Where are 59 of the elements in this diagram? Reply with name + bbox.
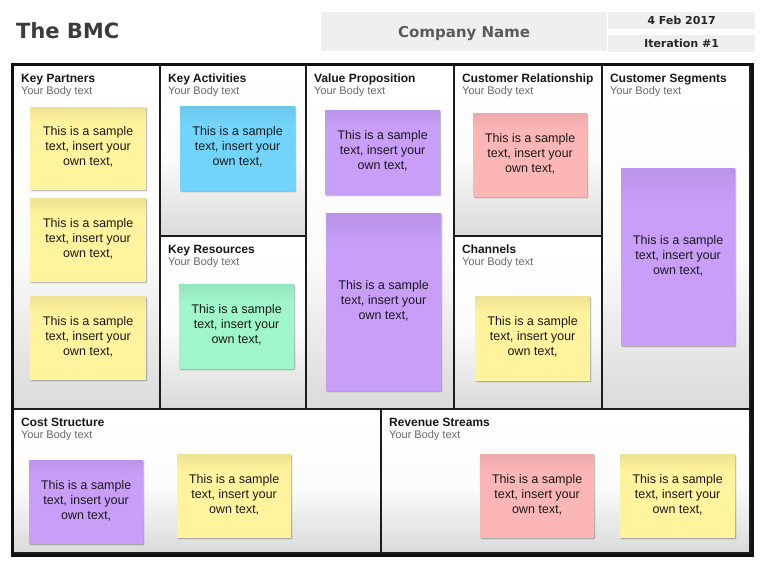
- section-body-text: Your Body text: [610, 85, 682, 98]
- canvas-section: [603, 66, 751, 410]
- sticky-note: [179, 284, 294, 369]
- section-heading: Channels: [462, 242, 516, 256]
- canvas-section: [14, 410, 382, 554]
- sticky-note: [620, 454, 735, 538]
- sticky-note: [326, 213, 441, 391]
- note-text: This is a sample text, insert your own text,: [484, 130, 576, 176]
- section-body-text: Your Body text: [314, 85, 386, 98]
- sticky-note: [325, 110, 440, 195]
- note-text: This is a sample text, insert your own text,: [42, 216, 134, 260]
- section-body-text: Your Body text: [21, 429, 92, 442]
- section-body-text: Your Body text: [168, 256, 240, 269]
- sticky-note: [473, 113, 587, 197]
- note-text: This is a sample text, insert your own text,: [42, 314, 134, 358]
- header-text: Company Name: [398, 22, 530, 40]
- canvas-section: [307, 66, 455, 410]
- sticky-note: [29, 460, 143, 544]
- section-body-text: Your Body text: [21, 85, 92, 98]
- note-text: This is a sample text, insert your own text,: [337, 278, 430, 322]
- note-text: This is a sample text, insert your own text,: [191, 124, 284, 169]
- note-text: This is a sample text, insert your own text,: [632, 232, 724, 278]
- sticky-note: [30, 198, 146, 282]
- note-text: This is a sample text, insert your own text,: [188, 472, 280, 516]
- canvas-section: [455, 66, 603, 237]
- section-body-text: Your Body text: [168, 85, 240, 98]
- sticky-note: [180, 106, 295, 191]
- header-text: 4 Feb 2017: [647, 14, 716, 27]
- section-heading: Key Partners: [21, 71, 96, 85]
- note-text: This is a sample text, insert your own text,: [486, 314, 579, 359]
- sticky-note: [480, 454, 594, 538]
- note-text: This is a sample text, insert your own text,: [190, 302, 283, 347]
- header-text: Iteration #1: [644, 37, 719, 50]
- section-body-text: Your Body text: [462, 85, 534, 98]
- section-heading: Key Resources: [168, 242, 255, 256]
- canvas-section: [455, 237, 603, 410]
- canvas-section: [14, 66, 161, 410]
- sticky-note: [30, 107, 146, 190]
- section-body-text: Your Body text: [462, 256, 534, 269]
- sticky-note: [177, 454, 291, 538]
- section-heading: Customer Relationship: [462, 71, 594, 85]
- section-heading: Key Activities: [168, 71, 246, 85]
- note-text: This is a sample text, insert your own text,: [42, 124, 134, 169]
- note-text: This is a sample text, insert your own text,: [490, 472, 584, 516]
- page-title: The BMC: [16, 18, 120, 45]
- canvas-section: [161, 66, 307, 237]
- canvas-section: [382, 410, 751, 554]
- sticky-note: [475, 296, 590, 381]
- section-heading: Cost Structure: [21, 415, 104, 429]
- section-heading: Revenue Streams: [389, 415, 490, 429]
- canvas-section: [161, 237, 307, 410]
- note-text: This is a sample text, insert your own text,: [631, 472, 724, 516]
- note-text: This is a sample text, insert your own text,: [336, 128, 429, 173]
- section-body-text: Your Body text: [389, 429, 460, 442]
- note-text: This is a sample text, insert your own text,: [40, 478, 132, 522]
- sticky-note: [30, 296, 146, 380]
- section-heading: Value Proposition: [314, 71, 416, 85]
- sticky-note: [621, 168, 735, 346]
- section-heading: Customer Segments: [610, 71, 727, 85]
